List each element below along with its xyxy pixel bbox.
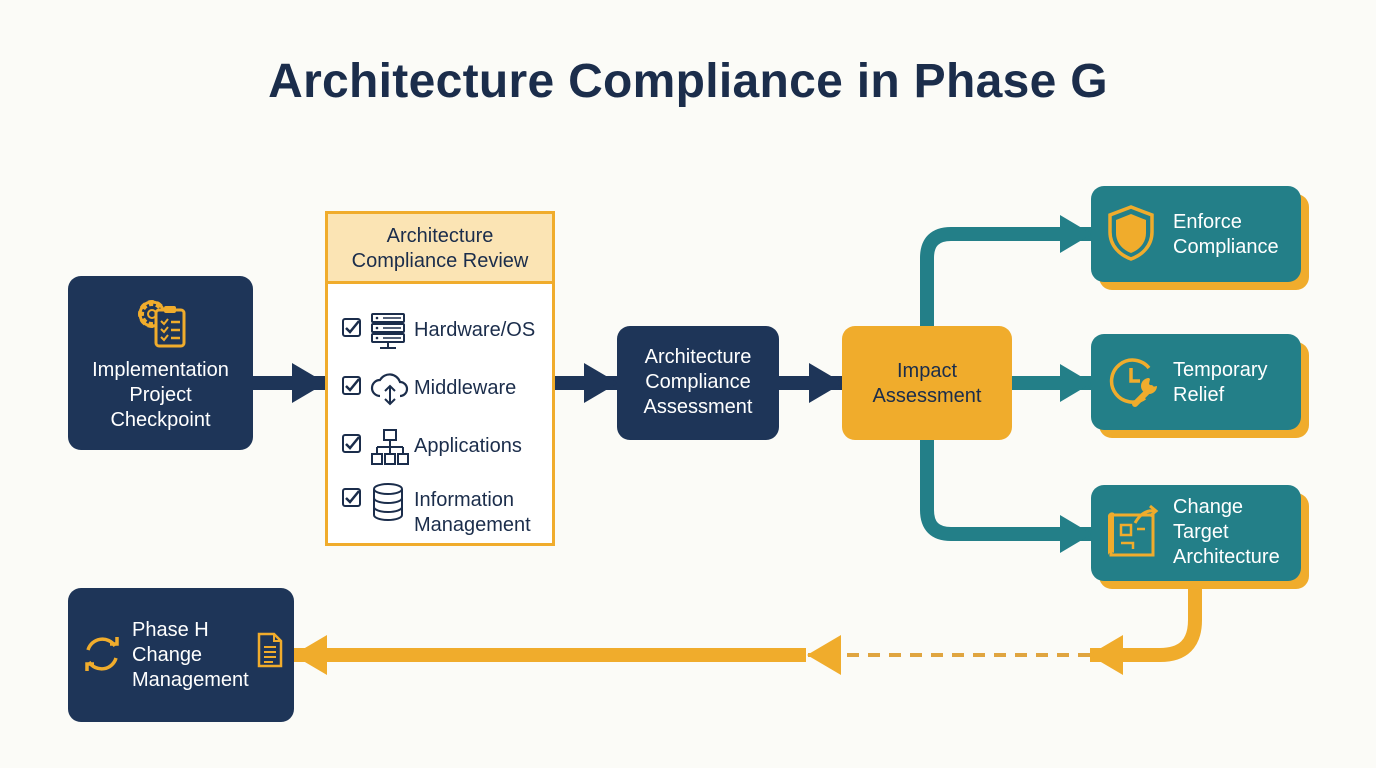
compliance-assessment-node: Architecture Compliance Assessment [617, 326, 779, 440]
review-item-line1: Applications [414, 435, 522, 457]
relief-label-line1: Temporary [1173, 359, 1268, 381]
review-item-label: Middleware [414, 376, 516, 401]
review-item-information: Information Management [342, 483, 548, 538]
checkpoint-label-line2: Project [129, 384, 192, 406]
review-item-hardware: Hardware/OS [342, 313, 548, 366]
enforce-label: Enforce Compliance [1173, 210, 1297, 260]
blueprint-icon [1105, 503, 1163, 566]
checkbox-icon [342, 434, 362, 459]
review-header-line2: Compliance Review [351, 250, 529, 272]
document-icon [256, 632, 284, 673]
phase-h-label-line3: Management [132, 669, 249, 691]
phase-h-label-line1: Phase H [132, 619, 209, 641]
enforce-label-line2: Compliance [1173, 236, 1279, 258]
hierarchy-icon [370, 428, 410, 471]
enforce-compliance-node: Enforce Compliance [1091, 186, 1301, 282]
review-item-middleware: Middleware [342, 373, 548, 424]
assessment-label: Architecture Compliance Assessment [617, 345, 779, 420]
phase-h-label: Phase H Change Management [132, 618, 272, 693]
arrow-impact-to-change-target [920, 440, 1092, 553]
review-item-line2: Management [414, 514, 531, 536]
review-item-line1: Hardware/OS [414, 319, 536, 341]
compliance-review-panel: Architecture Compliance Review Hardware/… [325, 211, 555, 546]
server-rack-icon [370, 312, 406, 355]
checkpoint-label-line1: Implementation [92, 359, 229, 381]
temporary-relief-node: Temporary Relief [1091, 334, 1301, 430]
change-target-label-line3: Architecture [1173, 546, 1280, 568]
review-header-line1: Architecture [386, 225, 494, 247]
relief-label-line2: Relief [1173, 384, 1225, 406]
review-item-line1: Information [414, 489, 515, 511]
assessment-label-line3: Assessment [643, 396, 753, 418]
cloud-sync-icon [370, 370, 410, 413]
review-header: Architecture Compliance Review [328, 214, 552, 284]
arrow-change-target-return [1089, 585, 1202, 675]
change-target-label-line1: Change [1173, 496, 1244, 518]
assessment-label-line2: Compliance [645, 371, 751, 393]
review-item-label: Applications [414, 434, 522, 459]
relief-label: Temporary Relief [1173, 358, 1297, 408]
change-target-label: Change Target Architecture [1173, 495, 1297, 570]
change-target-label-line2: Target [1173, 521, 1229, 543]
database-icon [370, 482, 406, 529]
enforce-label-line1: Enforce [1173, 211, 1242, 233]
refresh-icon [80, 632, 124, 681]
assessment-label-line1: Architecture [644, 346, 752, 368]
review-item-applications: Applications [342, 429, 548, 482]
phase-h-label-line2: Change [132, 644, 203, 666]
impact-label: Impact Assessment [842, 359, 1012, 409]
checkbox-icon [342, 488, 362, 513]
page-title: Architecture Compliance in Phase G [268, 55, 1108, 108]
checkbox-icon [342, 318, 362, 343]
review-item-line1: Middleware [414, 377, 517, 399]
checkbox-icon [342, 376, 362, 401]
impact-label-line2: Assessment [872, 385, 982, 407]
checkpoint-label: Implementation Project Checkpoint [68, 358, 253, 433]
impact-assessment-node: Impact Assessment [842, 326, 1012, 440]
phase-h-change-management-node: Phase H Change Management [68, 588, 294, 722]
change-target-architecture-node: Change Target Architecture [1091, 485, 1301, 581]
review-item-label: Hardware/OS [414, 318, 535, 343]
review-item-label: Information Management [414, 488, 531, 538]
checkpoint-label-line3: Checkpoint [110, 409, 211, 431]
impact-label-line1: Impact [896, 360, 958, 382]
gear-clipboard-icon [132, 294, 190, 355]
clock-wrench-icon [1105, 352, 1163, 415]
implementation-checkpoint-node: Implementation Project Checkpoint [68, 276, 253, 450]
arrow-impact-to-enforce [920, 215, 1092, 326]
shield-icon [1105, 204, 1157, 267]
